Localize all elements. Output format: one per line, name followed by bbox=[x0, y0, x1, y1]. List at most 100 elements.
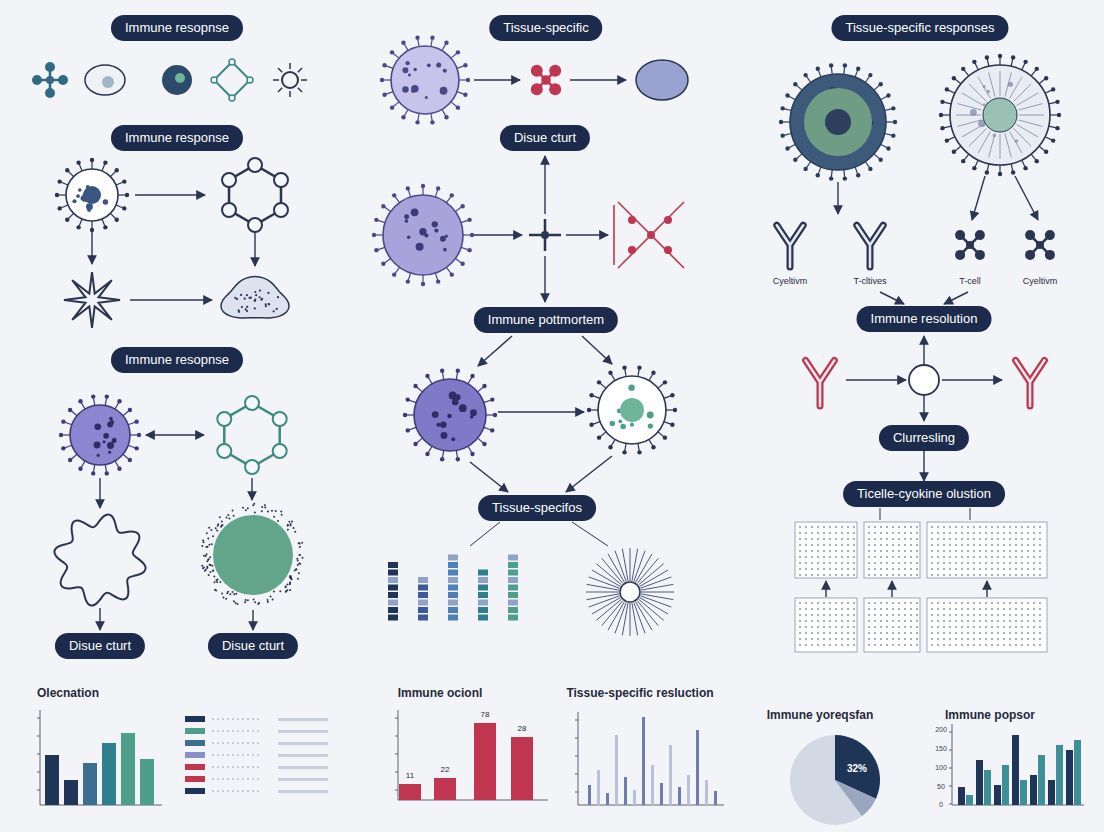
thin-bar bbox=[705, 780, 708, 805]
pie-slice bbox=[790, 735, 880, 825]
axis-tick-mark bbox=[575, 720, 578, 721]
row-bar bbox=[278, 742, 328, 745]
pill-label: Immune response bbox=[125, 130, 229, 145]
panel-box: Tissue-specificDisue cturtImmune pottmor… bbox=[362, 28, 730, 672]
pill-label: Ticelle-cyokine olustion bbox=[857, 486, 991, 501]
value-label: 78 bbox=[481, 711, 490, 720]
bar bbox=[966, 795, 973, 805]
cell-label: T-cltives bbox=[853, 277, 886, 287]
process-pill: Disue cturt bbox=[208, 633, 298, 659]
row-bar bbox=[278, 790, 328, 793]
pill-label: Clurresling bbox=[893, 430, 955, 445]
legend-bar bbox=[185, 752, 205, 758]
thin-bar bbox=[687, 775, 690, 805]
bar bbox=[474, 723, 496, 800]
axis-tick: 100 bbox=[935, 764, 947, 772]
thin-bar bbox=[696, 730, 699, 805]
bar bbox=[1048, 780, 1055, 805]
pie-chart bbox=[790, 735, 880, 825]
legend-bar bbox=[185, 740, 205, 746]
dotted-row bbox=[212, 779, 262, 780]
dotted-row bbox=[212, 731, 262, 732]
panel-heading: Tissue-specific responses bbox=[831, 15, 1008, 41]
thin-bar bbox=[606, 793, 609, 805]
bar bbox=[976, 760, 983, 805]
bar bbox=[1020, 780, 1027, 805]
pill-label: Disue cturt bbox=[514, 130, 576, 145]
value-label: 11 bbox=[406, 772, 414, 781]
process-pill: Immune response bbox=[111, 125, 243, 151]
thin-bar bbox=[615, 735, 618, 805]
bar bbox=[1066, 750, 1073, 805]
thin-bar bbox=[597, 770, 600, 805]
axis-tick: 150 bbox=[935, 745, 947, 753]
dotted-row bbox=[212, 791, 262, 792]
pill-label: Disue cturt bbox=[69, 638, 131, 653]
chart-axis bbox=[40, 710, 41, 805]
chart-axis bbox=[952, 724, 953, 805]
bar bbox=[64, 780, 78, 805]
row-bar bbox=[278, 718, 328, 721]
value-label: 22 bbox=[441, 766, 450, 775]
bar bbox=[994, 785, 1001, 805]
process-pill: Immune resopnse bbox=[111, 347, 243, 373]
axis-tick-mark bbox=[575, 792, 578, 793]
panel-box: Immune resopnseImmune responseImmune res… bbox=[18, 28, 336, 672]
bar bbox=[102, 743, 116, 805]
axis-tick-mark bbox=[949, 732, 952, 733]
chart-title: Tissue-specific resluction bbox=[566, 687, 713, 700]
bar bbox=[45, 755, 59, 805]
axis-tick-mark bbox=[395, 718, 398, 719]
row-bar bbox=[278, 730, 328, 733]
chart-title: Immune ocionl bbox=[398, 687, 483, 700]
dotted-row bbox=[212, 767, 262, 768]
axis-tick-mark bbox=[949, 768, 952, 769]
thin-bar bbox=[633, 790, 636, 805]
chart-title: Olecnation bbox=[37, 687, 99, 700]
chart-axis bbox=[578, 712, 579, 805]
pill-label: Immune pottmortem bbox=[488, 312, 604, 327]
pill-label: Tissue-specifos bbox=[492, 500, 582, 515]
thin-bar bbox=[669, 745, 672, 805]
process-pill: Immune pottmortem bbox=[474, 307, 618, 333]
axis-tick-mark bbox=[949, 750, 952, 751]
process-pill: Immune resolution bbox=[857, 306, 992, 332]
bar bbox=[1056, 745, 1063, 805]
bar bbox=[121, 733, 135, 805]
bar bbox=[1002, 765, 1009, 805]
cell-label: T-cell bbox=[959, 277, 981, 287]
cell-label: Cyeltivm bbox=[1023, 277, 1058, 287]
axis-tick-mark bbox=[575, 738, 578, 739]
thin-bar bbox=[651, 765, 654, 805]
row-bar bbox=[278, 778, 328, 781]
panel-heading: Immune resopnse bbox=[111, 15, 243, 41]
panel-heading: Tissue-specific bbox=[489, 15, 602, 41]
cell-label: Cyeltivm bbox=[773, 277, 808, 287]
axis-tick: 50 bbox=[937, 783, 945, 791]
bar bbox=[1038, 755, 1045, 805]
axis-tick-mark bbox=[575, 756, 578, 757]
legend-bar bbox=[185, 776, 205, 782]
chart-title: Immune popsor bbox=[945, 709, 1035, 722]
pill-label: Disue cturt bbox=[222, 638, 284, 653]
process-pill: Tissue-specifos bbox=[478, 495, 596, 521]
axis-tick-mark bbox=[949, 804, 952, 805]
thin-bar bbox=[624, 777, 627, 805]
value-label: 32% bbox=[847, 763, 867, 774]
axis-tick: 0 bbox=[939, 801, 943, 809]
axis-tick-mark bbox=[395, 790, 398, 791]
axis-tick-mark bbox=[949, 786, 952, 787]
dotted-row bbox=[212, 719, 262, 720]
axis-tick-mark bbox=[37, 736, 40, 737]
thin-bar bbox=[588, 785, 591, 805]
process-pill: Disue cturt bbox=[55, 633, 145, 659]
bar bbox=[1030, 775, 1037, 805]
bar bbox=[1074, 740, 1081, 805]
pill-label: Immune resopnse bbox=[125, 352, 229, 367]
bar bbox=[140, 759, 154, 805]
legend-bar bbox=[185, 716, 205, 722]
dotted-row bbox=[212, 755, 262, 756]
pie-slice bbox=[835, 780, 876, 816]
bar bbox=[958, 787, 965, 805]
